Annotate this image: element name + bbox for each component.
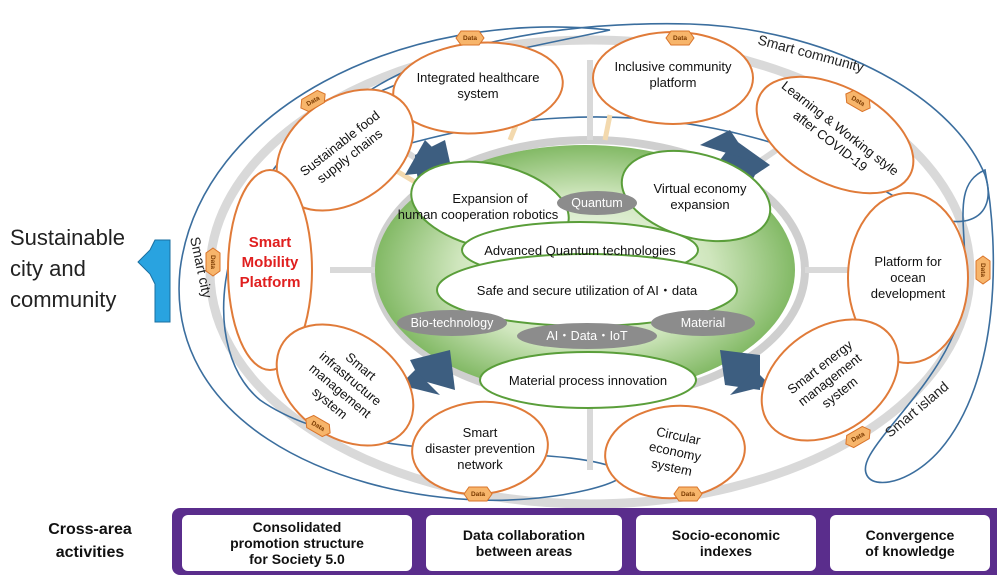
smart-community-ring: [288, 22, 989, 223]
material-pill-text: Material: [681, 316, 725, 330]
tech-ai-data-iot: [517, 323, 657, 349]
cross-item-4-line-2: of knowledge: [865, 543, 955, 559]
core-material-process: [479, 351, 697, 409]
data-tag-9: Data: [681, 491, 695, 498]
data-tag-5: Data: [209, 255, 216, 269]
platform-energy: [760, 318, 900, 442]
cross-item-indexes: Socio-economic indexes: [636, 515, 816, 571]
cross-label-line-2: activities: [55, 544, 125, 561]
robotics-text-1: Expansion of: [452, 191, 528, 206]
cross-item-4-line-1: Convergence: [865, 527, 955, 543]
ocean-text-2: ocean: [890, 270, 925, 285]
cross-item-data-collab: Data collaboration between areas: [426, 515, 622, 571]
platform-ocean: [847, 192, 969, 364]
cross-item-3-line-1: Socio-economic: [671, 527, 781, 543]
healthcare-text-1: Integrated healthcare: [417, 70, 540, 85]
mobility-text-1: Smart: [249, 234, 292, 251]
virtual-text-1: Virtual economy: [654, 181, 747, 196]
data-tag-2: Data: [673, 35, 687, 42]
cross-item-2-line-1: Data collaboration: [462, 527, 586, 543]
healthcare-text-2: system: [457, 86, 498, 101]
platform-mobility: [227, 169, 313, 371]
tech-quantum: [557, 191, 637, 215]
quantum-tech-text: Advanced Quantum technologies: [484, 243, 676, 258]
data-tag-1: Data: [463, 35, 477, 42]
ocean-text-3: development: [871, 286, 946, 301]
disaster-text-2: disaster prevention: [425, 441, 535, 456]
tech-material: [651, 310, 755, 336]
community-text-1: Inclusive community: [614, 59, 732, 74]
data-tag-8: Data: [471, 491, 485, 498]
title-line-2: city and: [10, 256, 86, 281]
ocean-text-1: Platform for: [874, 254, 942, 269]
cross-label-line-1: Cross-area: [48, 521, 132, 538]
disaster-text-3: network: [457, 457, 503, 472]
cross-area-label: Cross-area activities: [10, 518, 170, 564]
robotics-text-2: human cooperation robotics: [398, 207, 559, 222]
data-tags: Data Data Data Data Data Data Data Data …: [205, 30, 991, 502]
cross-item-2-line-2: between areas: [475, 543, 573, 559]
mobility-text-2: Mobility: [242, 254, 299, 271]
sustainable-city-title: Sustainable city and community: [10, 222, 150, 315]
biotech-pill-text: Bio-technology: [411, 316, 494, 330]
cross-item-knowledge: Convergence of knowledge: [830, 515, 990, 571]
title-line-1: Sustainable: [10, 225, 125, 250]
cross-item-3-line-2: indexes: [699, 543, 753, 559]
disaster-text-1: Smart: [463, 425, 498, 440]
virtual-text-2: expansion: [670, 197, 729, 212]
title-line-3: community: [10, 287, 117, 312]
ai-data-text: Safe and secure utilization of AI・data: [477, 283, 698, 298]
sustainable-city-arrow: [137, 239, 171, 323]
quantum-pill-text: Quantum: [571, 196, 622, 210]
cross-item-structure: Consolidated promotion structure for Soc…: [182, 515, 412, 571]
ai-iot-pill-text: AI・Data・IoT: [546, 329, 628, 343]
tech-biotech: [397, 310, 507, 336]
cross-item-1-line-1: Consolidated: [252, 519, 342, 535]
mobility-text-3: Platform: [240, 274, 301, 291]
data-tag-6: Data: [979, 263, 986, 277]
community-text-2: platform: [650, 75, 697, 90]
cross-item-1-line-3: for Society 5.0: [249, 551, 345, 567]
material-process-text: Material process innovation: [509, 373, 667, 388]
cross-item-1-line-2: promotion structure: [230, 535, 364, 551]
